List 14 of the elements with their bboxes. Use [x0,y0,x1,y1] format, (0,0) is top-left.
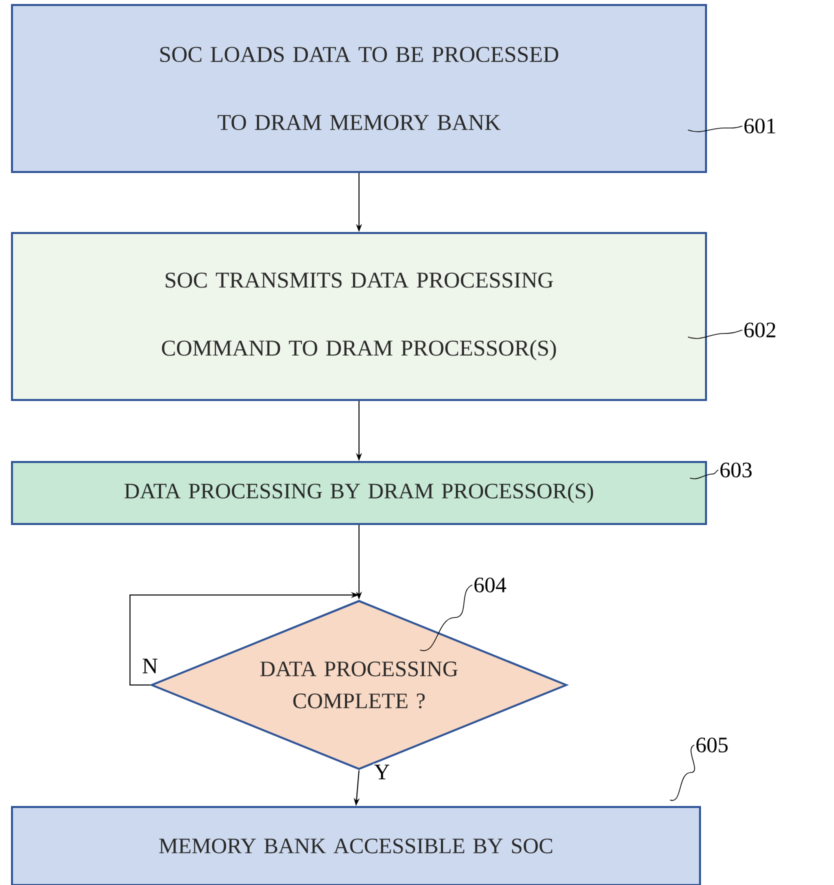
process-box: SOC LOADS DATA TO BE PROCESSED TO DRAM MEMORY BANK [11,4,707,173]
process-box: SOC TRANSMITS DATA PROCESSING COMMAND TO DRAM PROCESSOR(S) [11,232,707,401]
leader-line [688,126,743,132]
process-box: MEMORY BANK ACCESSIBLE BY SOC [11,806,701,885]
leader-line [688,330,743,339]
reference-numeral: 601 [744,118,776,134]
edge-label: Y [373,764,391,780]
process-box: DATA PROCESSING BY DRAM PROCESSOR(S) [11,461,707,525]
reference-numeral: 603 [720,462,752,478]
reference-numeral: 605 [696,738,728,752]
reference-numeral: 602 [744,322,776,338]
leader-line [670,744,696,801]
leader-line [420,584,473,652]
reference-numeral: 604 [474,578,506,592]
